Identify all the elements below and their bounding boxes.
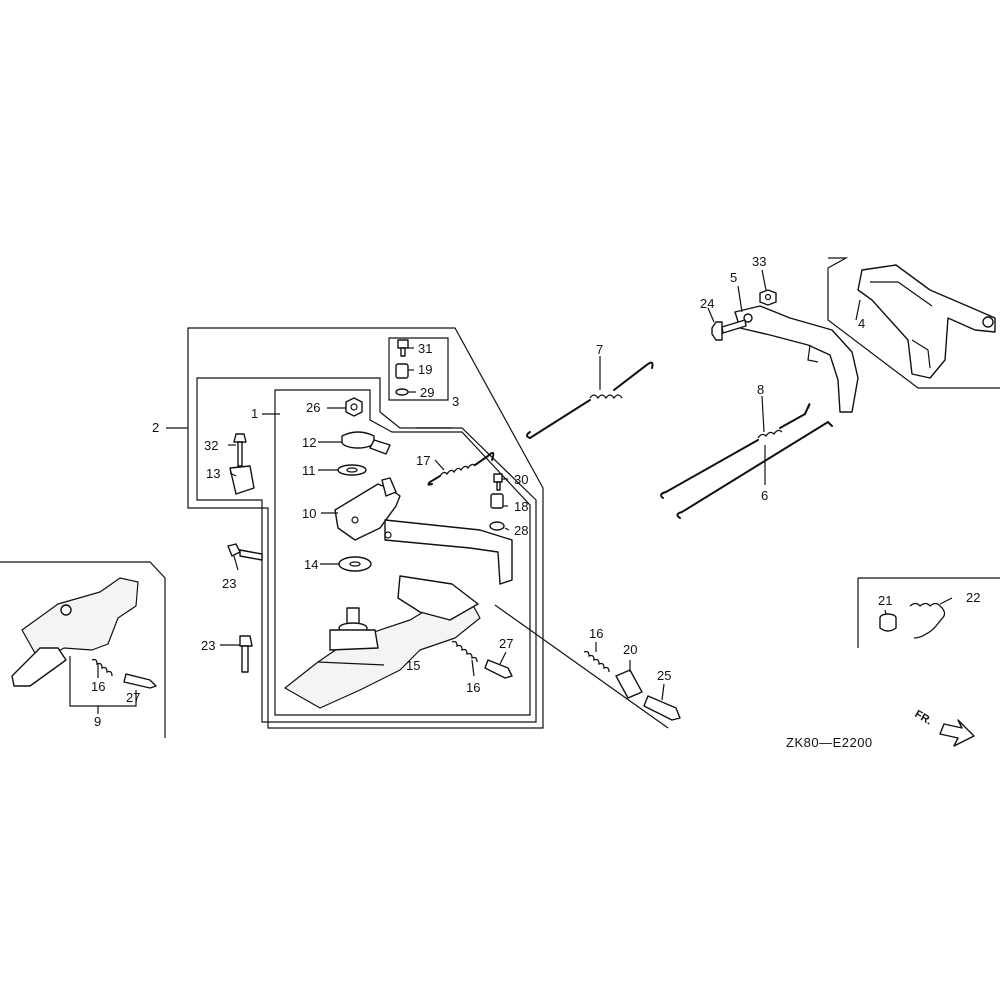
rods-8-6 [660, 403, 833, 519]
bolt-32-clip-13 [229, 433, 255, 495]
cap-21-chain-22 [879, 602, 946, 639]
callout-14: 14 [304, 557, 318, 572]
callout-labels: 1 2 3 4 5 6 7 8 9 10 11 12 13 14 15 16 1… [91, 254, 980, 729]
governor-arm-assembly [284, 397, 513, 709]
callout-4: 4 [858, 316, 865, 331]
callout-18: 18 [514, 499, 528, 514]
callout-23-upper: 23 [222, 576, 236, 591]
callout-5: 5 [730, 270, 737, 285]
arm-5 [734, 305, 859, 413]
callout-31: 31 [418, 341, 432, 356]
callout-15: 15 [406, 658, 420, 673]
callout-1: 1 [251, 406, 258, 421]
callout-16-right: 16 [589, 626, 603, 641]
callout-7: 7 [596, 342, 603, 357]
callout-6: 6 [761, 488, 768, 503]
callout-24: 24 [700, 296, 714, 311]
front-direction-arrow: FR. [913, 708, 975, 747]
left-detail-9 [11, 577, 157, 689]
callout-10: 10 [302, 506, 316, 521]
bracket-4 [857, 264, 996, 379]
callout-25: 25 [657, 668, 671, 683]
callout-30: 30 [514, 472, 528, 487]
bolts-23 [227, 543, 263, 673]
callout-27-center: 27 [499, 636, 513, 651]
callout-2: 2 [152, 420, 159, 435]
callout-16-left: 16 [91, 679, 105, 694]
small-parts-31-19-29 [395, 339, 409, 396]
callout-20: 20 [623, 642, 637, 657]
callout-13: 13 [206, 466, 220, 481]
bolt-24 [711, 319, 747, 341]
callout-16-center: 16 [466, 680, 480, 695]
diagram-code: ZK80—E2200 [786, 735, 873, 750]
spring-rod-7 [526, 361, 654, 440]
small-parts-30-18-28 [489, 473, 505, 531]
leader-lines [69, 269, 953, 714]
callout-26: 26 [306, 400, 320, 415]
spring-16-screw-27 [451, 640, 513, 679]
spring-17 [427, 451, 495, 486]
callout-21: 21 [878, 593, 892, 608]
callout-29: 29 [420, 385, 434, 400]
callout-32: 32 [204, 438, 218, 453]
callout-33: 33 [752, 254, 766, 269]
callout-27-left: 27 [126, 690, 140, 705]
callout-9: 9 [94, 714, 101, 729]
callout-28: 28 [514, 523, 528, 538]
callout-17: 17 [416, 453, 430, 468]
callout-12: 12 [302, 435, 316, 450]
callout-3: 3 [452, 394, 459, 409]
callout-22: 22 [966, 590, 980, 605]
callout-8: 8 [757, 382, 764, 397]
callout-11: 11 [302, 463, 316, 478]
callout-23-lower: 23 [201, 638, 215, 653]
nut-33 [759, 289, 777, 306]
spring-16-spacer-20-bolt-25 [583, 650, 681, 721]
assembly-frames [0, 257, 1000, 738]
callout-19: 19 [418, 362, 432, 377]
front-direction-label: FR. [913, 708, 934, 727]
